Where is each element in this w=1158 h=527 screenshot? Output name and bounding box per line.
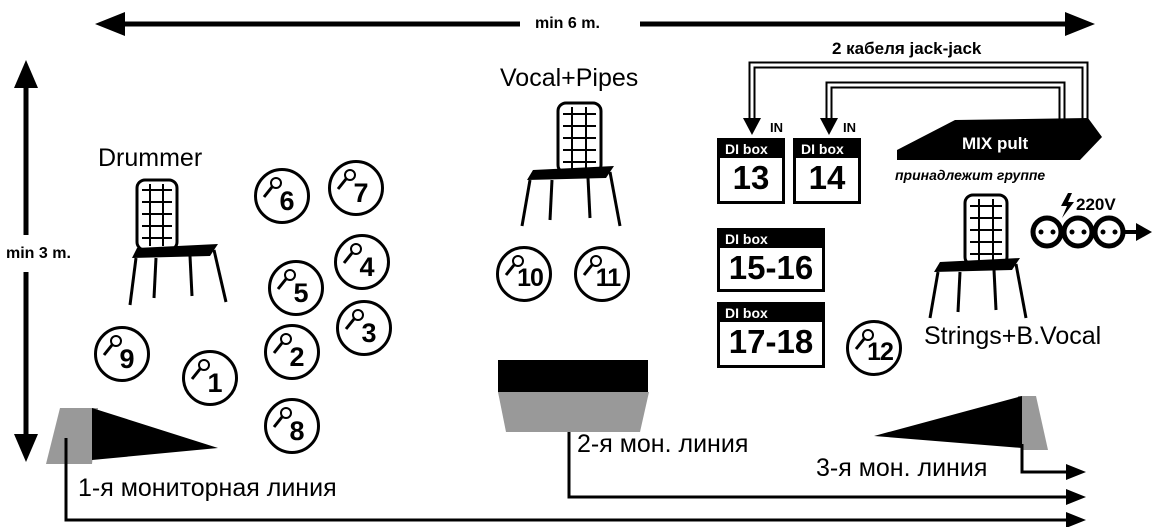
mix-pult-shape <box>897 118 1102 160</box>
mic-11: 11 <box>574 246 630 302</box>
mic-1: 1 <box>182 350 238 406</box>
depth-label: min 3 m. <box>6 245 71 262</box>
vocal-label: Vocal+Pipes <box>500 64 639 92</box>
di-box-14: DI box 14 <box>793 138 861 204</box>
di-14-input-label: IN <box>843 120 856 135</box>
mic-7: 7 <box>328 160 384 216</box>
mic-4: 4 <box>334 234 390 290</box>
depth-dimension-arrow <box>14 60 38 462</box>
microphone-icon <box>190 359 210 380</box>
lightning-icon <box>1061 193 1074 218</box>
mic-8: 8 <box>264 398 320 454</box>
monitor-line-1-label: 1-я мониторная линия <box>78 474 337 502</box>
microphone-icon <box>336 169 356 190</box>
di-box-17-18: DI box 17-18 <box>717 302 825 368</box>
microphone-icon <box>262 177 282 198</box>
mic-10: 10 <box>496 246 552 302</box>
power-label: 220V <box>1076 195 1116 214</box>
strings-chair-icon <box>928 193 1028 319</box>
mic-5: 5 <box>268 260 324 316</box>
microphone-icon <box>272 333 292 354</box>
strings-label: Strings+B.Vocal <box>924 322 1102 350</box>
monitor-wedge-3 <box>874 396 1048 450</box>
microphone-icon <box>272 407 292 428</box>
width-label: min 6 m. <box>535 15 600 32</box>
monitor-wedge-2 <box>498 360 649 432</box>
jack-cables <box>743 61 1089 135</box>
microphone-icon <box>102 335 122 356</box>
monitor-line-2-label: 2-я мон. линия <box>577 430 749 458</box>
mic-9: 9 <box>94 326 150 382</box>
microphone-icon <box>582 255 602 276</box>
width-dimension-arrow <box>95 12 1095 36</box>
monitor-line-arrows <box>64 432 1086 527</box>
cable-label: 2 кабеля jack-jack <box>832 39 982 58</box>
di-13-input-label: IN <box>770 120 783 135</box>
mic-3: 3 <box>336 300 392 356</box>
microphone-icon <box>504 255 524 276</box>
di-box-13: DI box 13 <box>717 138 785 204</box>
microphone-icon <box>854 329 874 350</box>
microphone-icon <box>276 269 296 290</box>
monitor-line-3-label: 3-я мон. линия <box>816 454 988 482</box>
drummer-chair-icon <box>128 178 228 306</box>
mic-6: 6 <box>254 168 310 224</box>
power-outlet-icon <box>1030 215 1152 249</box>
mic-2: 2 <box>264 324 320 380</box>
microphone-icon <box>344 309 364 330</box>
mix-owner-note: принадлежит группе <box>895 167 1046 183</box>
monitor-wedge-1 <box>46 408 218 464</box>
microphone-icon <box>342 243 362 264</box>
mic-12: 12 <box>846 320 902 376</box>
mix-pult-label: MIX pult <box>962 134 1029 153</box>
drummer-label: Drummer <box>98 144 203 172</box>
di-box-15-16: DI box 15-16 <box>717 228 825 292</box>
vocal-chair-icon <box>520 101 622 227</box>
